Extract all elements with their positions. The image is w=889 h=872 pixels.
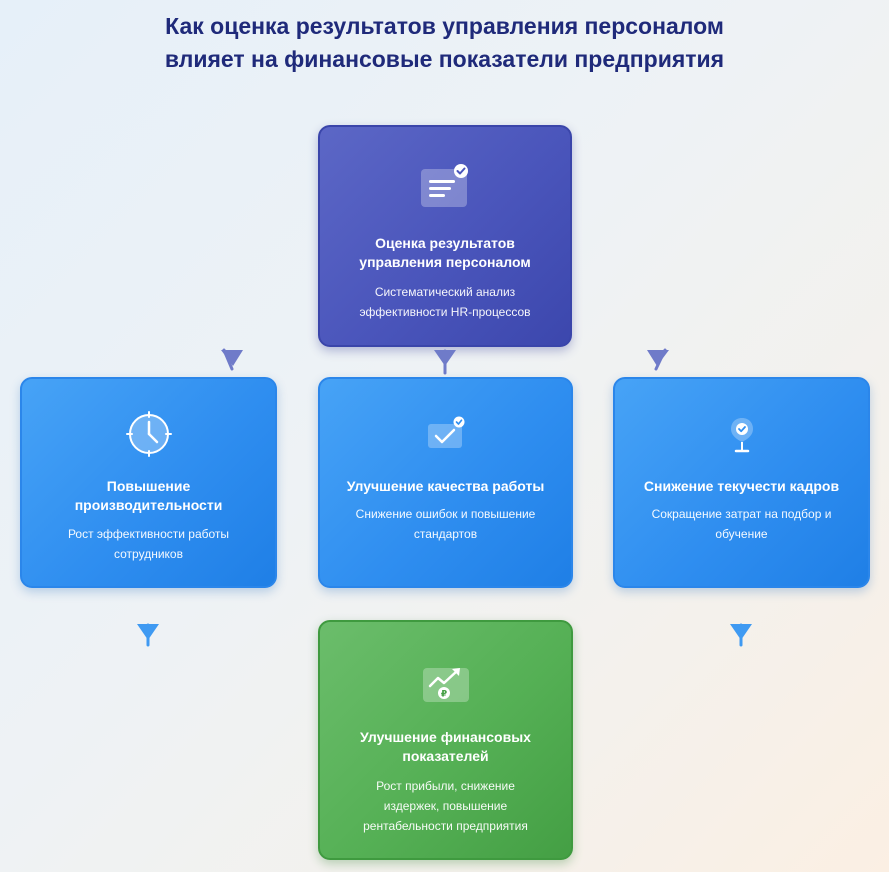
productivity-desc-line-1: Рост эффективности работы	[67, 527, 230, 541]
quality-title: Улучшение качества работы	[334, 477, 557, 496]
hr-evaluation-desc-line-2: эффективности HR-процессов	[359, 305, 531, 319]
turnover-title-line-1: Снижение текучести кадров	[643, 478, 840, 494]
arrow-to-turnover	[647, 348, 669, 371]
productivity-title-line-1: Повышение	[106, 478, 191, 494]
productivity-title-line-2: производительности	[74, 497, 223, 513]
diagram-title: Как оценка результатов управления персон…	[0, 10, 889, 76]
quality-description: Снижение ошибок и повышение стандартов	[334, 504, 557, 544]
quality-title-line-1: Улучшение качества работы	[346, 478, 545, 494]
finance-title: Улучшение финансовых показателей	[334, 728, 557, 766]
ruble-symbol: ₽	[440, 690, 446, 700]
productivity-title: Повышение производительности	[36, 477, 261, 515]
hr-evaluation-description: Систематический анализ эффективности HR-…	[334, 282, 556, 322]
hr-evaluation-title-line-2: управления персоналом	[359, 254, 531, 270]
hr-evaluation-title: Оценка результатов управления персоналом	[334, 234, 556, 272]
hr-evaluation-desc-line-1: Систематический анализ	[374, 285, 516, 299]
diagram-title-line-1: Как оценка результатов управления персон…	[165, 13, 724, 39]
turnover-description: Сокращение затрат на подбор и обучение	[629, 504, 854, 544]
finance-desc-line-3: рентабельности предприятия	[363, 819, 528, 833]
productivity-card: Повышение производительности Рост эффект…	[20, 377, 277, 588]
hr-evaluation-title-line-1: Оценка результатов	[375, 235, 515, 251]
productivity-description: Рост эффективности работы сотрудников	[36, 524, 261, 564]
diagram-title-line-2: влияет на финансовые показатели предприя…	[164, 46, 725, 72]
quality-card: Улучшение качества работы Снижение ошибо…	[318, 377, 573, 588]
arrow-to-quality	[434, 349, 456, 375]
envelope-check-icon	[427, 416, 464, 448]
turnover-card: Снижение текучести кадров Сокращение зат…	[613, 377, 870, 588]
finance-desc-line-2: издержек, повышение	[383, 799, 508, 813]
quality-desc-line-2: стандартов	[413, 527, 478, 541]
clock-icon	[125, 411, 172, 457]
quality-desc-line-1: Снижение ошибок и повышение	[355, 507, 536, 521]
finance-title-line-2: показателей	[402, 748, 489, 764]
arrow-from-productivity	[137, 623, 159, 647]
turnover-desc-line-1: Сокращение затрат на подбор и	[651, 507, 832, 521]
arrow-to-productivity	[221, 348, 243, 371]
arrow-from-turnover	[730, 623, 752, 647]
document-check-icon	[421, 164, 468, 207]
finance-description: Рост прибыли, снижение издержек, повышен…	[334, 776, 557, 836]
productivity-desc-line-2: сотрудников	[114, 547, 183, 561]
turnover-desc-line-2: обучение	[715, 527, 768, 541]
finance-desc-line-1: Рост прибыли, снижение	[376, 779, 515, 793]
badge-check-icon	[730, 418, 753, 453]
trend-up-ruble-icon: ₽	[422, 668, 469, 702]
finance-title-line-1: Улучшение финансовых	[360, 729, 531, 745]
hr-evaluation-card: Оценка результатов управления персоналом…	[318, 125, 572, 347]
finance-card: ₽ Улучшение финансовых показателей Рост …	[318, 620, 573, 860]
turnover-title: Снижение текучести кадров	[629, 477, 854, 496]
